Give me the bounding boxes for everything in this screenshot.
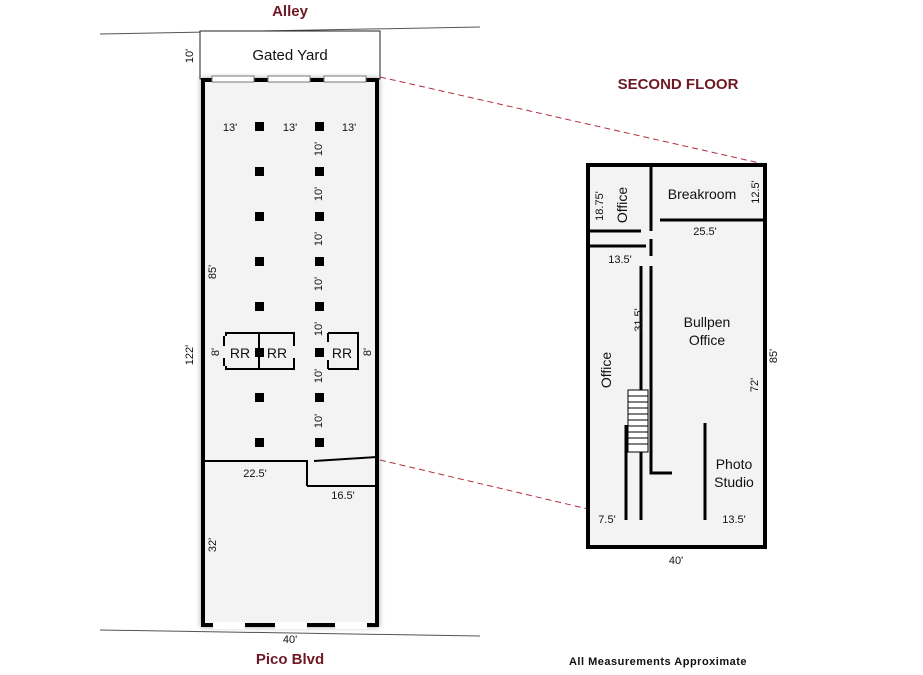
front-door bbox=[275, 622, 307, 629]
restroom-left-measure: 8' bbox=[210, 348, 222, 356]
front-left-width-measure: 22.5' bbox=[243, 468, 267, 480]
front-door bbox=[335, 622, 367, 629]
column bbox=[255, 438, 264, 447]
window bbox=[211, 75, 255, 83]
office-top-width-measure: 13.5' bbox=[608, 254, 632, 266]
window bbox=[323, 75, 367, 83]
yard-depth-measure: 10' bbox=[184, 49, 196, 63]
gated-yard bbox=[199, 30, 381, 80]
second-floor-width-measure: 40' bbox=[669, 555, 683, 567]
restroom-left-walls bbox=[223, 332, 295, 370]
bay-mid-measure: 13' bbox=[283, 122, 297, 134]
restroom-right-measure: 8' bbox=[362, 348, 374, 356]
column bbox=[255, 257, 264, 266]
front-depth-measure: 32' bbox=[207, 538, 219, 552]
bay-left-measure: 13' bbox=[223, 122, 237, 134]
front-door bbox=[213, 622, 245, 629]
ground-width-measure: 40' bbox=[283, 634, 297, 646]
bullpen-wall bbox=[649, 266, 672, 475]
main-depth-measure: 85' bbox=[207, 265, 219, 279]
measurements-disclaimer: All Measurements Approximate bbox=[569, 656, 747, 668]
staircase bbox=[627, 389, 649, 453]
column-spacing-measure: 10' bbox=[313, 414, 325, 428]
restroom-right-walls bbox=[327, 332, 359, 370]
second-floor-outline bbox=[586, 163, 767, 549]
column bbox=[315, 393, 324, 402]
breakroom-width-measure: 25.5' bbox=[693, 226, 717, 238]
office-side-label: Office bbox=[598, 352, 614, 389]
window bbox=[267, 75, 311, 83]
column-spacing-measure: 10' bbox=[313, 277, 325, 291]
office-top-depth-measure: 18.75' bbox=[594, 191, 606, 221]
street-pico-blvd: Pico Blvd bbox=[256, 651, 324, 668]
gated-yard-label: Gated Yard bbox=[252, 47, 327, 64]
photo-studio-label-line1: Photo bbox=[716, 456, 753, 472]
column bbox=[255, 167, 264, 176]
column bbox=[315, 348, 324, 357]
column bbox=[315, 167, 324, 176]
bullpen-label-line1: Bullpen bbox=[684, 314, 731, 330]
second-floor-title: SECOND FLOOR bbox=[618, 76, 739, 93]
total-depth-measure: 122' bbox=[184, 345, 196, 365]
connector-line-bottom bbox=[379, 459, 589, 510]
column-spacing-measure: 10' bbox=[313, 187, 325, 201]
breakroom-label: Breakroom bbox=[668, 186, 736, 202]
second-floor-depth-measure: 85' bbox=[768, 349, 780, 363]
restroom-label: RR bbox=[332, 345, 352, 361]
pico-line bbox=[99, 629, 481, 637]
column-spacing-measure: 10' bbox=[313, 322, 325, 336]
office-top-label: Office bbox=[614, 187, 630, 224]
column bbox=[315, 302, 324, 311]
column bbox=[255, 393, 264, 402]
breakroom-depth-measure: 12.5' bbox=[750, 180, 762, 204]
column bbox=[255, 302, 264, 311]
column-spacing-measure: 10' bbox=[313, 369, 325, 383]
front-right-width-measure: 16.5' bbox=[331, 490, 355, 502]
column bbox=[315, 257, 324, 266]
bullpen-label-line2: Office bbox=[689, 332, 726, 348]
front-partition bbox=[203, 460, 377, 487]
column-spacing-measure: 10' bbox=[313, 142, 325, 156]
restroom-label: RR bbox=[230, 345, 250, 361]
street-alley: Alley bbox=[272, 3, 309, 20]
column bbox=[315, 212, 324, 221]
stair-treads bbox=[628, 395, 648, 445]
column bbox=[255, 122, 264, 131]
column bbox=[315, 122, 324, 131]
restroom-label: RR bbox=[267, 345, 287, 361]
photo-studio-label-line2: Studio bbox=[714, 474, 754, 490]
column-spacing-measure: 10' bbox=[313, 232, 325, 246]
column bbox=[315, 438, 324, 447]
photo-studio-width-measure: 13.5' bbox=[722, 514, 746, 526]
bullpen-depth-measure: 72' bbox=[749, 378, 761, 392]
column bbox=[255, 212, 264, 221]
bay-right-measure: 13' bbox=[342, 122, 356, 134]
corridor-measure: 31.5' bbox=[633, 308, 645, 332]
office-width-measure: 7.5' bbox=[598, 514, 615, 526]
partition-wall bbox=[313, 456, 378, 462]
connector-line-top bbox=[379, 76, 765, 165]
